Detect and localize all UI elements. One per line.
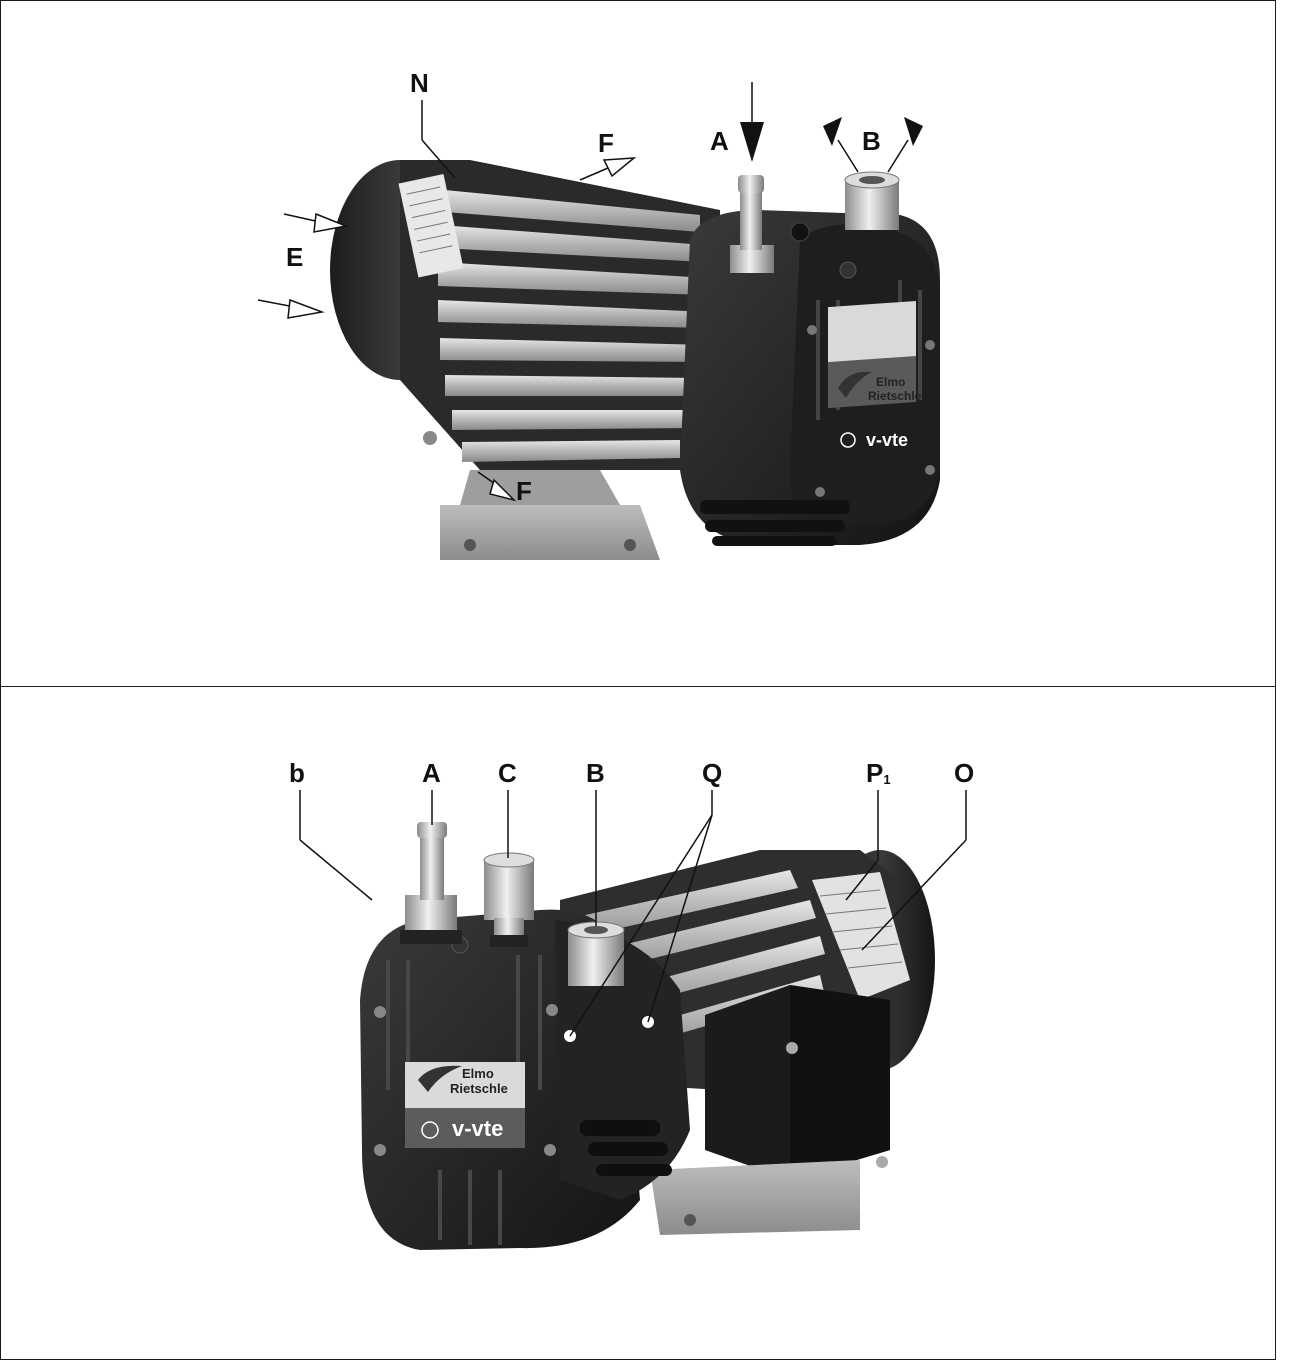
top-outlet-arrow-left xyxy=(823,117,842,146)
bottom-model-label: v-vte xyxy=(452,1116,503,1141)
bottom-label-p: P1 xyxy=(866,758,891,788)
top-mounting-foot xyxy=(440,505,660,560)
top-outlet-fitting xyxy=(844,171,900,230)
top-outlet-arrow-right xyxy=(904,117,923,146)
top-label-b: B xyxy=(862,126,881,156)
top-label-e: E xyxy=(286,242,303,272)
top-nameplate: Elmo Rietschle v-vte xyxy=(828,300,922,450)
top-air-intake-arrow-1 xyxy=(313,212,349,233)
top-brand-line1: Elmo xyxy=(876,375,905,389)
bottom-annotations xyxy=(299,790,967,1037)
top-air-flow-arrow-f1 xyxy=(602,157,637,178)
bottom-label-p-main: P xyxy=(866,758,883,788)
top-air-flow-arrow-f2 xyxy=(489,478,517,502)
top-label-f-lower: F xyxy=(516,476,532,506)
top-model-label: v-vte xyxy=(866,430,908,450)
bottom-motor-rating-plate xyxy=(812,872,910,1000)
bottom-label-c: C xyxy=(498,758,517,788)
top-brand-line2: Rietschle xyxy=(868,389,922,403)
section-divider xyxy=(0,686,1276,687)
bottom-label-a: A xyxy=(422,758,441,788)
bottom-gas-ballast-valve xyxy=(483,852,535,947)
top-inlet-nozzle xyxy=(730,175,774,273)
bottom-label-b-lower: b xyxy=(289,758,305,788)
bottom-label-p-subscript: 1 xyxy=(883,772,890,787)
bottom-nameplate: Elmo Rietschle v-vte xyxy=(405,1062,525,1148)
top-pump-illustration: Elmo Rietschle v-vte xyxy=(330,160,940,560)
top-label-n: N xyxy=(410,68,429,98)
bottom-brand-line1: Elmo xyxy=(462,1066,494,1081)
top-air-intake-arrow-2 xyxy=(287,298,325,319)
bottom-label-b: B xyxy=(586,758,605,788)
top-label-a: A xyxy=(710,126,729,156)
bottom-label-q: Q xyxy=(702,758,722,788)
bottom-label-o: O xyxy=(954,758,974,788)
bottom-brand-line2: Rietschle xyxy=(450,1081,508,1096)
bottom-pump-illustration: Elmo Rietschle v-vte xyxy=(360,822,935,1250)
top-inlet-arrow xyxy=(740,122,764,162)
bottom-outlet-fitting xyxy=(567,921,625,986)
bottom-inlet-nozzle xyxy=(400,822,462,944)
top-label-f-upper: F xyxy=(598,128,614,158)
top-cooling-fins xyxy=(438,190,708,462)
bottom-mounting-foot xyxy=(650,1160,860,1235)
